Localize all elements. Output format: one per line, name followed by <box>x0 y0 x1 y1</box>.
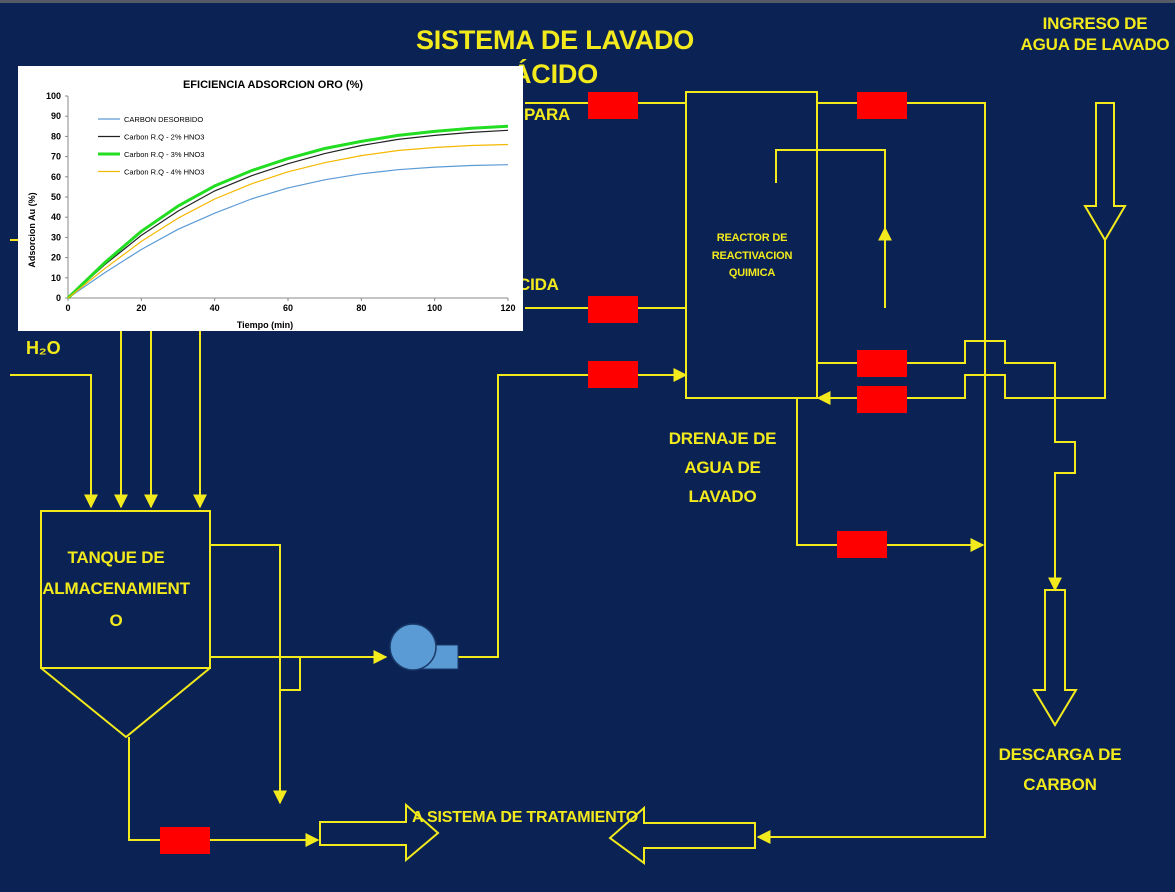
pipe-lines <box>10 102 1106 847</box>
legend-entry: CARBON DESORBIDO <box>124 115 203 124</box>
valve-icon <box>857 350 907 377</box>
valve-icon <box>160 827 210 854</box>
label-storage-tank: TANQUE DE ALMACENAMIENT O <box>42 548 190 630</box>
series-line <box>66 124 509 300</box>
legend-entry: Carbon R.Q - 2% HNO3 <box>124 133 204 142</box>
pipe-tank-treatment <box>128 737 320 847</box>
storage-tank <box>40 510 211 739</box>
x-tick-label: 20 <box>136 303 146 313</box>
y-tick-label: 20 <box>51 253 61 263</box>
pipe-carbon-discharge <box>817 340 1076 592</box>
x-tick-label: 0 <box>65 303 70 313</box>
y-tick-label: 10 <box>51 273 61 283</box>
valve-icon <box>837 531 887 558</box>
treatment-arrow-right <box>319 802 440 863</box>
series-line <box>67 129 509 299</box>
reactor-vessel <box>685 91 818 399</box>
label-drain: DRENAJE DE AGUA DE LAVADO <box>668 429 777 507</box>
pipe-water-inlet <box>816 240 1106 405</box>
series-line <box>67 164 509 299</box>
carbon-discharge-arrow <box>1032 589 1078 727</box>
water-inlet-arrow <box>1083 102 1127 242</box>
diagram-title: SISTEMA DE LAVADO ÁCIDO <box>415 25 695 89</box>
series-line <box>67 143 509 299</box>
x-tick-label: 40 <box>210 303 220 313</box>
chart-canvas: EFICIENCIA ADSORCION ORO (%) Adsorcion A… <box>27 79 516 330</box>
valve-icon <box>857 386 907 413</box>
chart-ylabel: Adsorcion Au (%) <box>27 192 37 267</box>
label-acida: CIDA <box>518 275 559 294</box>
valve-icon <box>588 92 638 119</box>
pump-icon <box>389 623 459 671</box>
pipe-tank-branch <box>210 656 301 691</box>
y-tick-label: 80 <box>51 131 61 141</box>
y-tick-label: 0 <box>56 293 61 303</box>
pipe-drain <box>796 398 985 552</box>
adsorption-chart: EFICIENCIA ADSORCION ORO (%) Adsorcion A… <box>18 66 523 331</box>
y-tick-label: 60 <box>51 172 61 182</box>
x-tick-label: 60 <box>283 303 293 313</box>
y-tick-label: 70 <box>51 152 61 162</box>
valve-icon <box>588 296 638 323</box>
y-tick-label: 100 <box>46 91 61 101</box>
top-border <box>0 0 1175 3</box>
y-tick-label: 30 <box>51 232 61 242</box>
label-h2o: H₂O <box>26 338 61 358</box>
valves <box>160 92 907 854</box>
y-tick-label: 50 <box>51 192 61 202</box>
legend-entry: Carbon R.Q - 4% HNO3 <box>124 168 204 177</box>
valve-icon <box>588 361 638 388</box>
recirc-line <box>775 149 886 308</box>
pipe-pump-reactor <box>458 368 688 658</box>
label-reactor: REACTOR DE REACTIVACION QUIMICA <box>711 232 793 280</box>
valve-icon <box>857 92 907 119</box>
pipe-overflow <box>210 544 287 805</box>
label-carbon-discharge: DESCARGA DE CARBON <box>998 745 1122 795</box>
y-tick-label: 90 <box>51 111 61 121</box>
x-tick-label: 100 <box>427 303 442 313</box>
chart-xlabel: Tiempo (min) <box>237 320 293 330</box>
x-tick-label: 120 <box>500 303 515 313</box>
pipe-h2o <box>10 374 98 509</box>
y-tick-label: 40 <box>51 212 61 222</box>
treatment-arrow-left <box>608 805 756 865</box>
label-treatment: A SISTEMA DE TRATAMIENTO <box>411 809 638 826</box>
x-tick-label: 80 <box>356 303 366 313</box>
label-water-inlet: INGRESO DE AGUA DE LAVADO <box>1020 14 1170 55</box>
chart-title: EFICIENCIA ADSORCION ORO (%) <box>183 79 363 91</box>
label-para: PARA <box>524 105 571 124</box>
legend-entry: Carbon R.Q - 3% HNO3 <box>124 150 204 159</box>
